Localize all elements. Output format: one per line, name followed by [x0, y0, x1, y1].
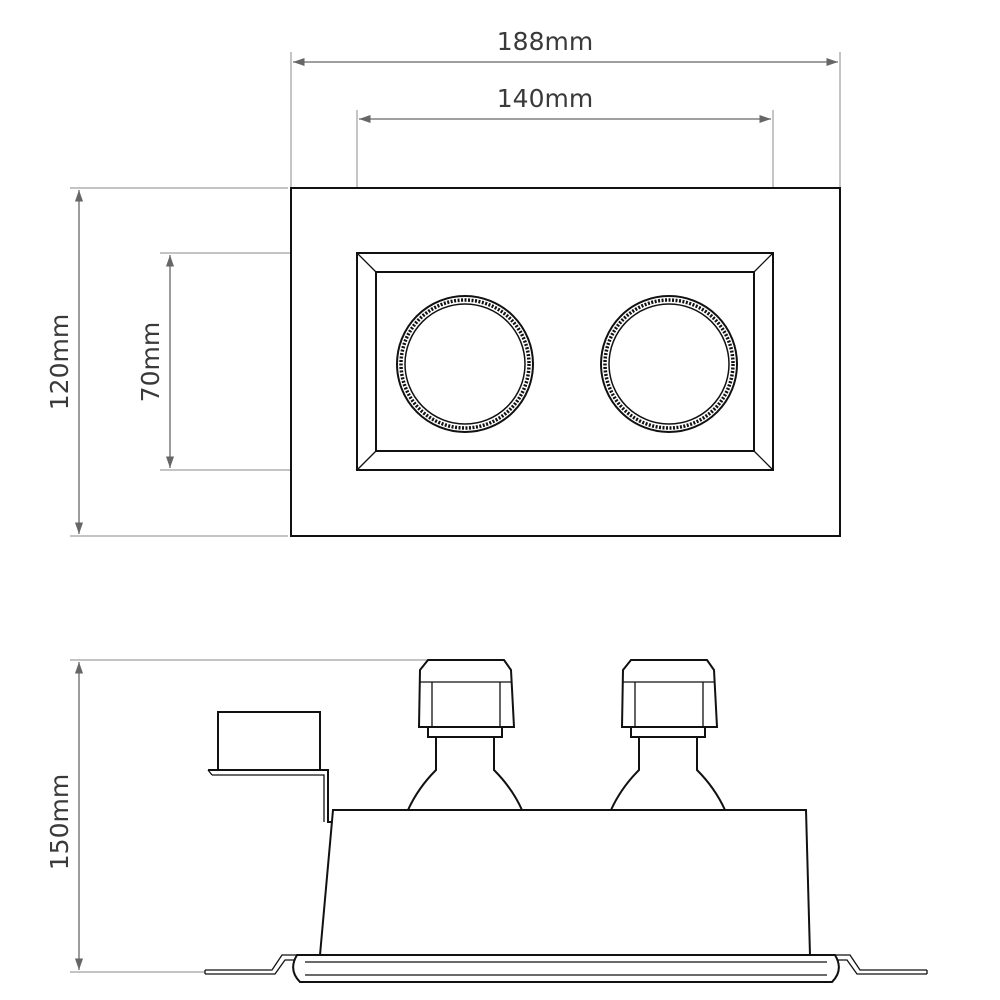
lamp-holder-right	[609, 659, 727, 811]
bevel-corner-br	[753, 450, 774, 471]
top-view: 188mm 140mm 120mm 70mm	[45, 27, 841, 537]
bevel-corner-tr	[753, 252, 774, 273]
dimension-label-140: 140mm	[497, 84, 593, 113]
housing-body	[318, 809, 812, 956]
mounting-flange	[204, 954, 928, 983]
aperture-right	[600, 295, 738, 433]
lamp-holder-left	[406, 659, 524, 811]
bevel-corner-tl	[356, 252, 377, 273]
dimension-label-120: 120mm	[45, 314, 74, 410]
dimension-label-150: 150mm	[45, 774, 74, 870]
bevel-corner-bl	[356, 450, 377, 471]
junction-box	[207, 711, 333, 823]
aperture-left	[396, 295, 534, 433]
side-view: 150mm	[45, 659, 928, 983]
dimension-label-188: 188mm	[497, 27, 593, 56]
dimension-label-70: 70mm	[136, 322, 165, 403]
